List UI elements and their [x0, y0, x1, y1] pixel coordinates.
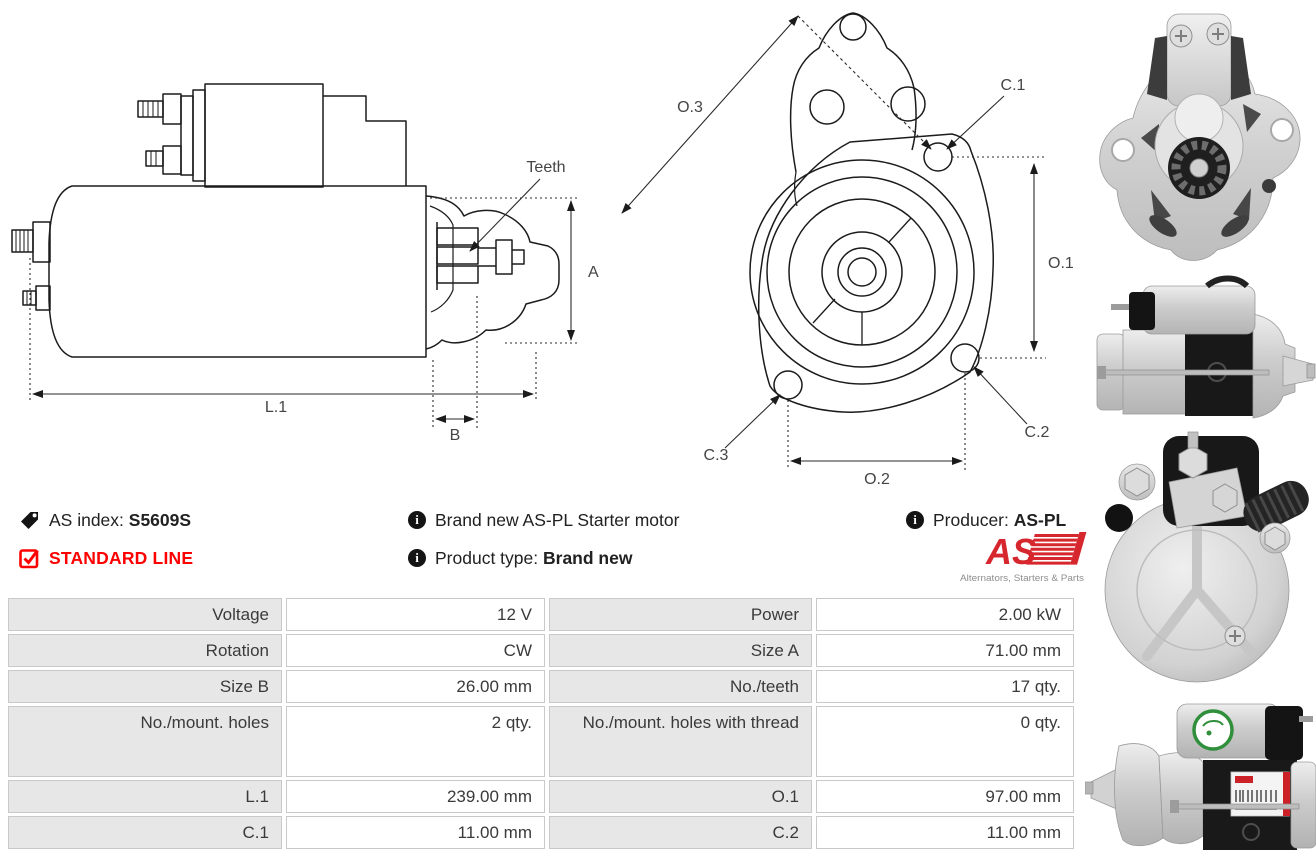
side-view-technical-drawing: A L.1 B Teeth	[11, 83, 599, 444]
checked-checkbox-icon	[19, 549, 39, 569]
as-index-label: AS index:	[49, 509, 124, 530]
info-icon: i	[906, 511, 924, 529]
standard-line-item: STANDARD LINE	[18, 547, 193, 569]
product-type-item: i Product type: Brand new	[408, 547, 632, 569]
logo-tagline: Alternators, Starters & Parts	[960, 573, 1085, 583]
spec-label: Voltage	[8, 598, 282, 631]
spec-value: 12 V	[286, 598, 545, 631]
spec-value: 11.00 mm	[286, 816, 545, 849]
producer-item: i Producer: AS-PL	[906, 509, 1066, 531]
spec-label: Power	[549, 598, 812, 631]
spec-label: No./teeth	[549, 670, 812, 703]
spec-value: 2 qty.	[286, 706, 545, 777]
spec-value: 26.00 mm	[286, 670, 545, 703]
dim-label-b: B	[450, 427, 461, 444]
as-index-item: AS index: S5609S	[18, 509, 191, 531]
dim-label-a: A	[588, 264, 599, 281]
starter-side-view-photo	[1096, 275, 1316, 419]
dim-label-c3: C.3	[704, 447, 729, 464]
dim-label-o2: O.2	[864, 471, 890, 488]
dim-label-l1: L.1	[265, 399, 287, 416]
dim-label-o3: O.3	[677, 99, 703, 116]
spec-label: C.1	[8, 816, 282, 849]
spec-label: No./mount. holes	[8, 706, 282, 777]
spec-label: Size A	[549, 634, 812, 667]
starter-front-outline	[749, 12, 995, 413]
starter-side-view-label-photo	[1085, 703, 1316, 850]
description-text: Brand new AS-PL Starter motor	[435, 509, 680, 530]
spec-label: C.2	[549, 816, 812, 849]
spec-value: 11.00 mm	[816, 816, 1074, 849]
spec-label: O.1	[549, 780, 812, 813]
dim-label-teeth: Teeth	[526, 159, 565, 176]
dim-label-o1: O.1	[1048, 255, 1074, 272]
spec-value: CW	[286, 634, 545, 667]
spec-value: 0 qty.	[816, 706, 1074, 777]
standard-line-badge: STANDARD LINE	[49, 547, 194, 568]
product-type-label: Product type:	[435, 547, 539, 568]
starter-front-view-photo	[1099, 13, 1301, 261]
logo-as-text: AS	[985, 531, 1036, 572]
spec-value: 17 qty.	[816, 670, 1074, 703]
info-icon: i	[408, 549, 426, 567]
info-icon: i	[408, 511, 426, 529]
spec-label: Size B	[8, 670, 282, 703]
as-index-value: S5609S	[128, 509, 192, 530]
spec-label: No./mount. holes with thread	[549, 706, 812, 777]
side-view-dimension-lines	[29, 178, 580, 428]
spec-value: 239.00 mm	[286, 780, 545, 813]
as-index-text: AS index: S5609S	[49, 510, 191, 531]
producer-value: AS-PL	[1013, 509, 1067, 530]
tag-icon	[21, 512, 38, 529]
spec-label: Rotation	[8, 634, 282, 667]
front-view-technical-drawing: O.3 C.1 O.1 C.2 C.3 O.2	[621, 12, 1074, 488]
spec-table: Voltage 12 V Power 2.00 kW Rotation CW S…	[8, 598, 1074, 849]
spec-value: 97.00 mm	[816, 780, 1074, 813]
producer-label: Producer:	[933, 509, 1009, 530]
front-view-dimension-lines	[621, 15, 1046, 470]
starter-side-outline	[11, 83, 560, 358]
description-item: i Brand new AS-PL Starter motor	[408, 509, 679, 531]
spec-value: 2.00 kW	[816, 598, 1074, 631]
dim-label-c2: C.2	[1025, 424, 1050, 441]
dim-label-c1: C.1	[1001, 77, 1026, 94]
spec-label: L.1	[8, 780, 282, 813]
product-type-value: Brand new	[543, 547, 633, 568]
logo-stripes	[1026, 532, 1087, 565]
product-type-text: Product type: Brand new	[435, 548, 632, 569]
as-pl-logo: AS Alternators, Starters & Parts	[960, 531, 1087, 583]
starter-rear-view-photo	[1104, 431, 1309, 683]
producer-text: Producer: AS-PL	[933, 510, 1066, 531]
spec-value: 71.00 mm	[816, 634, 1074, 667]
